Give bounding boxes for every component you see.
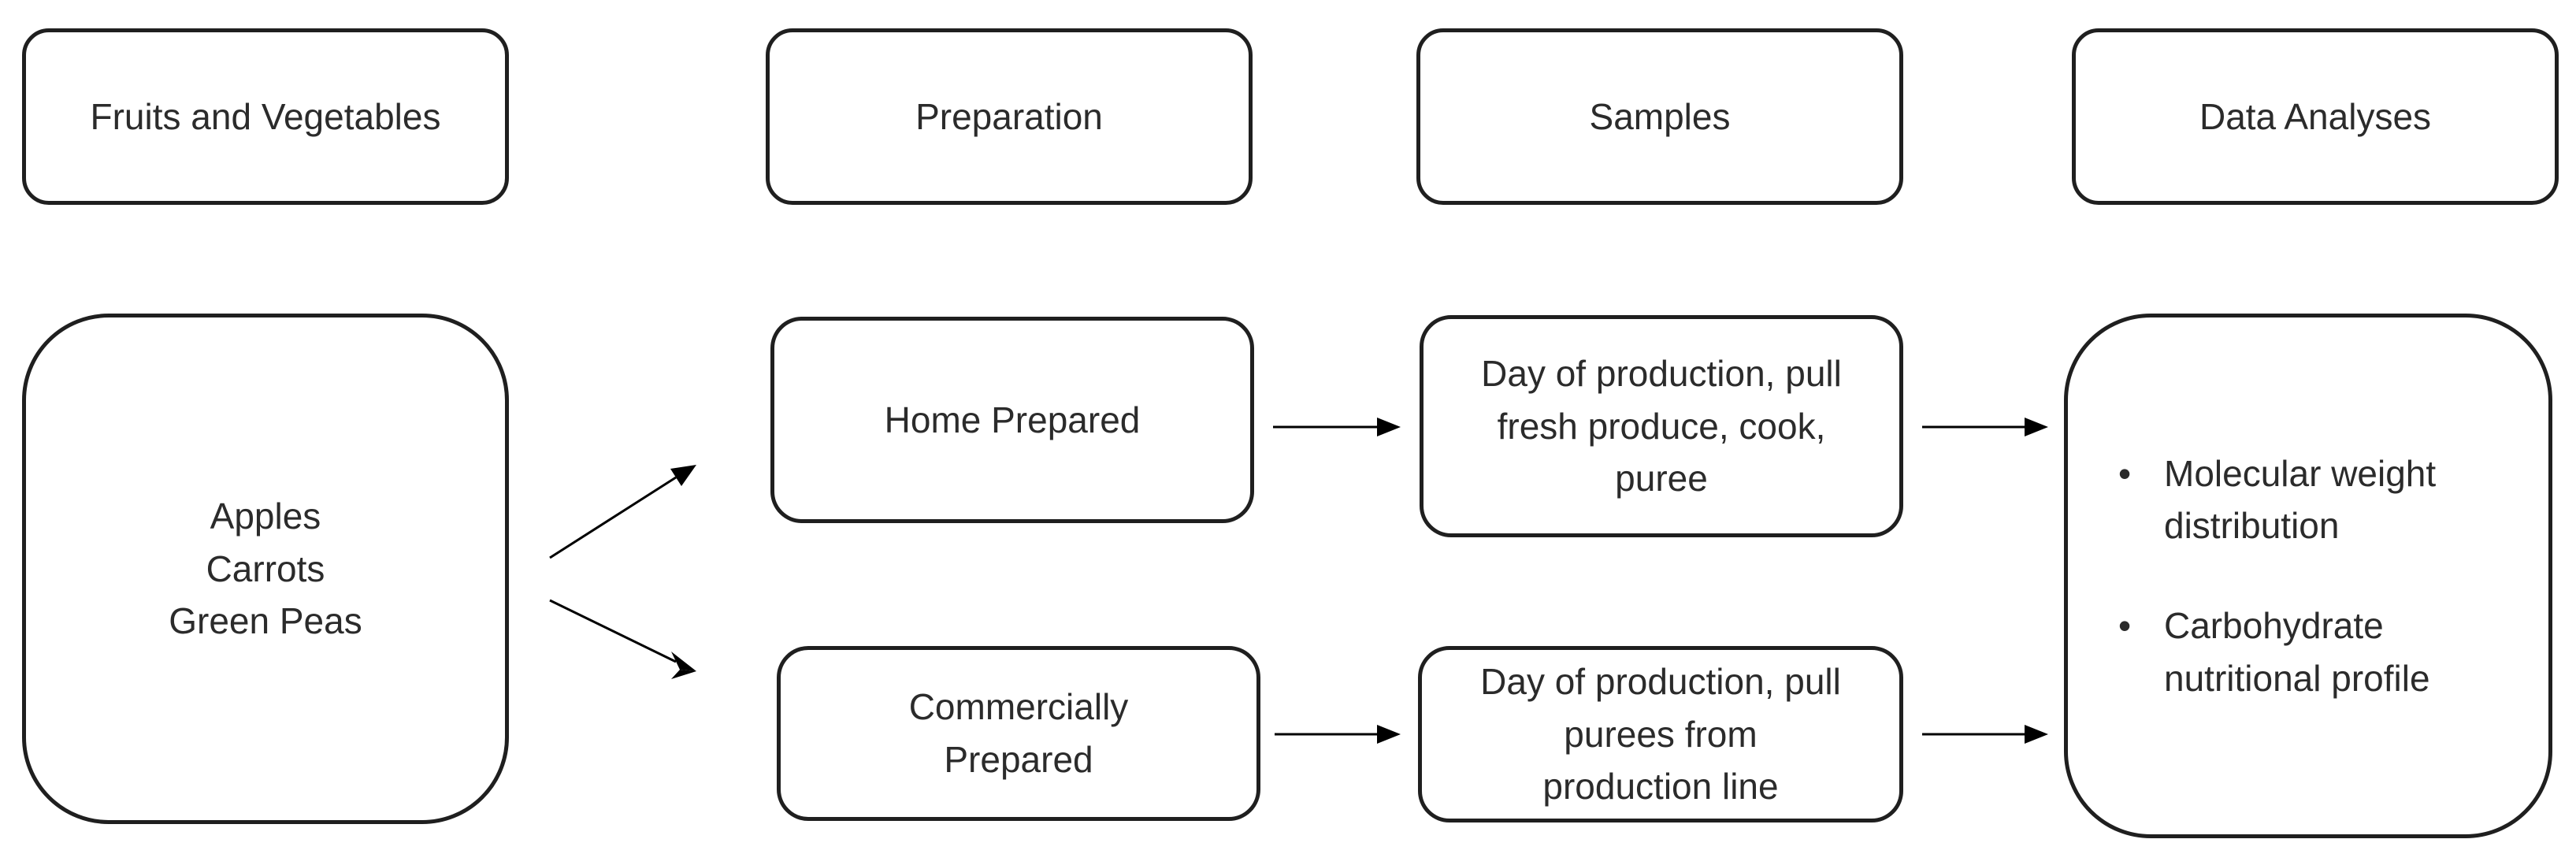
arrowhead-icon: [1377, 725, 1401, 744]
commercial-sample-box: Day of production, pull purees from prod…: [1418, 646, 1903, 822]
analyses-item-1-line-2: distribution: [2164, 505, 2340, 547]
produce-box: Apples Carrots Green Peas: [22, 314, 509, 824]
header-samples-label: Samples: [1589, 96, 1731, 137]
arrowhead-icon: [671, 652, 696, 671]
header-samples: Samples: [1416, 28, 1903, 205]
analyses-list: • Molecular weight distribution • Carboh…: [2107, 447, 2436, 705]
commercially-prepared-box: Commercially Prepared: [777, 646, 1260, 821]
analyses-item: • Molecular weight distribution: [2107, 447, 2436, 552]
header-preparation-label: Preparation: [915, 96, 1103, 137]
analyses-item-2-line-1: Carbohydrate: [2164, 605, 2384, 646]
commercially-prepared-line-1: Commercially: [908, 686, 1129, 728]
commercial-sample-line-2: purees from: [1564, 713, 1758, 755]
home-prepared-box: Home Prepared: [770, 317, 1254, 523]
header-fruits-and-vegetables-label: Fruits and Vegetables: [90, 96, 441, 137]
home-sample-line-2: fresh produce, cook,: [1497, 405, 1826, 447]
home-sample-box: Day of production, pull fresh produce, c…: [1420, 315, 1903, 537]
bullet-icon: •: [2118, 605, 2132, 646]
commercial-sample-line-3: production line: [1542, 766, 1779, 808]
analyses-item: • Carbohydrate nutritional profile: [2107, 600, 2436, 704]
analyses-box: • Molecular weight distribution • Carboh…: [2064, 314, 2552, 838]
arrowhead-icon: [1377, 418, 1401, 436]
arrowhead-icon: [2025, 418, 2048, 436]
analyses-item-1-line-1: Molecular weight: [2164, 452, 2437, 494]
header-preparation: Preparation: [766, 28, 1253, 205]
arrowhead-icon: [670, 465, 696, 486]
header-fruits-and-vegetables: Fruits and Vegetables: [22, 28, 509, 205]
header-data-analyses: Data Analyses: [2072, 28, 2559, 205]
produce-apples: Apples: [210, 495, 321, 537]
produce-green-peas: Green Peas: [169, 600, 362, 642]
arrowhead-icon: [2025, 725, 2048, 744]
home-prepared-label: Home Prepared: [884, 399, 1141, 440]
arrow-to-commercially-prepared: [549, 599, 677, 663]
commercially-prepared-line-2: Prepared: [944, 739, 1093, 780]
commercial-sample-line-1: Day of production, pull: [1480, 660, 1841, 702]
home-sample-line-3: puree: [1615, 458, 1708, 499]
analyses-item-2-line-2: nutritional profile: [2164, 657, 2430, 699]
bullet-icon: •: [2118, 452, 2132, 494]
arrowhead-icon: [671, 670, 696, 679]
home-sample-line-1: Day of production, pull: [1481, 352, 1842, 394]
produce-carrots: Carrots: [206, 548, 325, 589]
arrow-to-home-prepared: [549, 476, 677, 559]
header-data-analyses-label: Data Analyses: [2199, 96, 2432, 137]
